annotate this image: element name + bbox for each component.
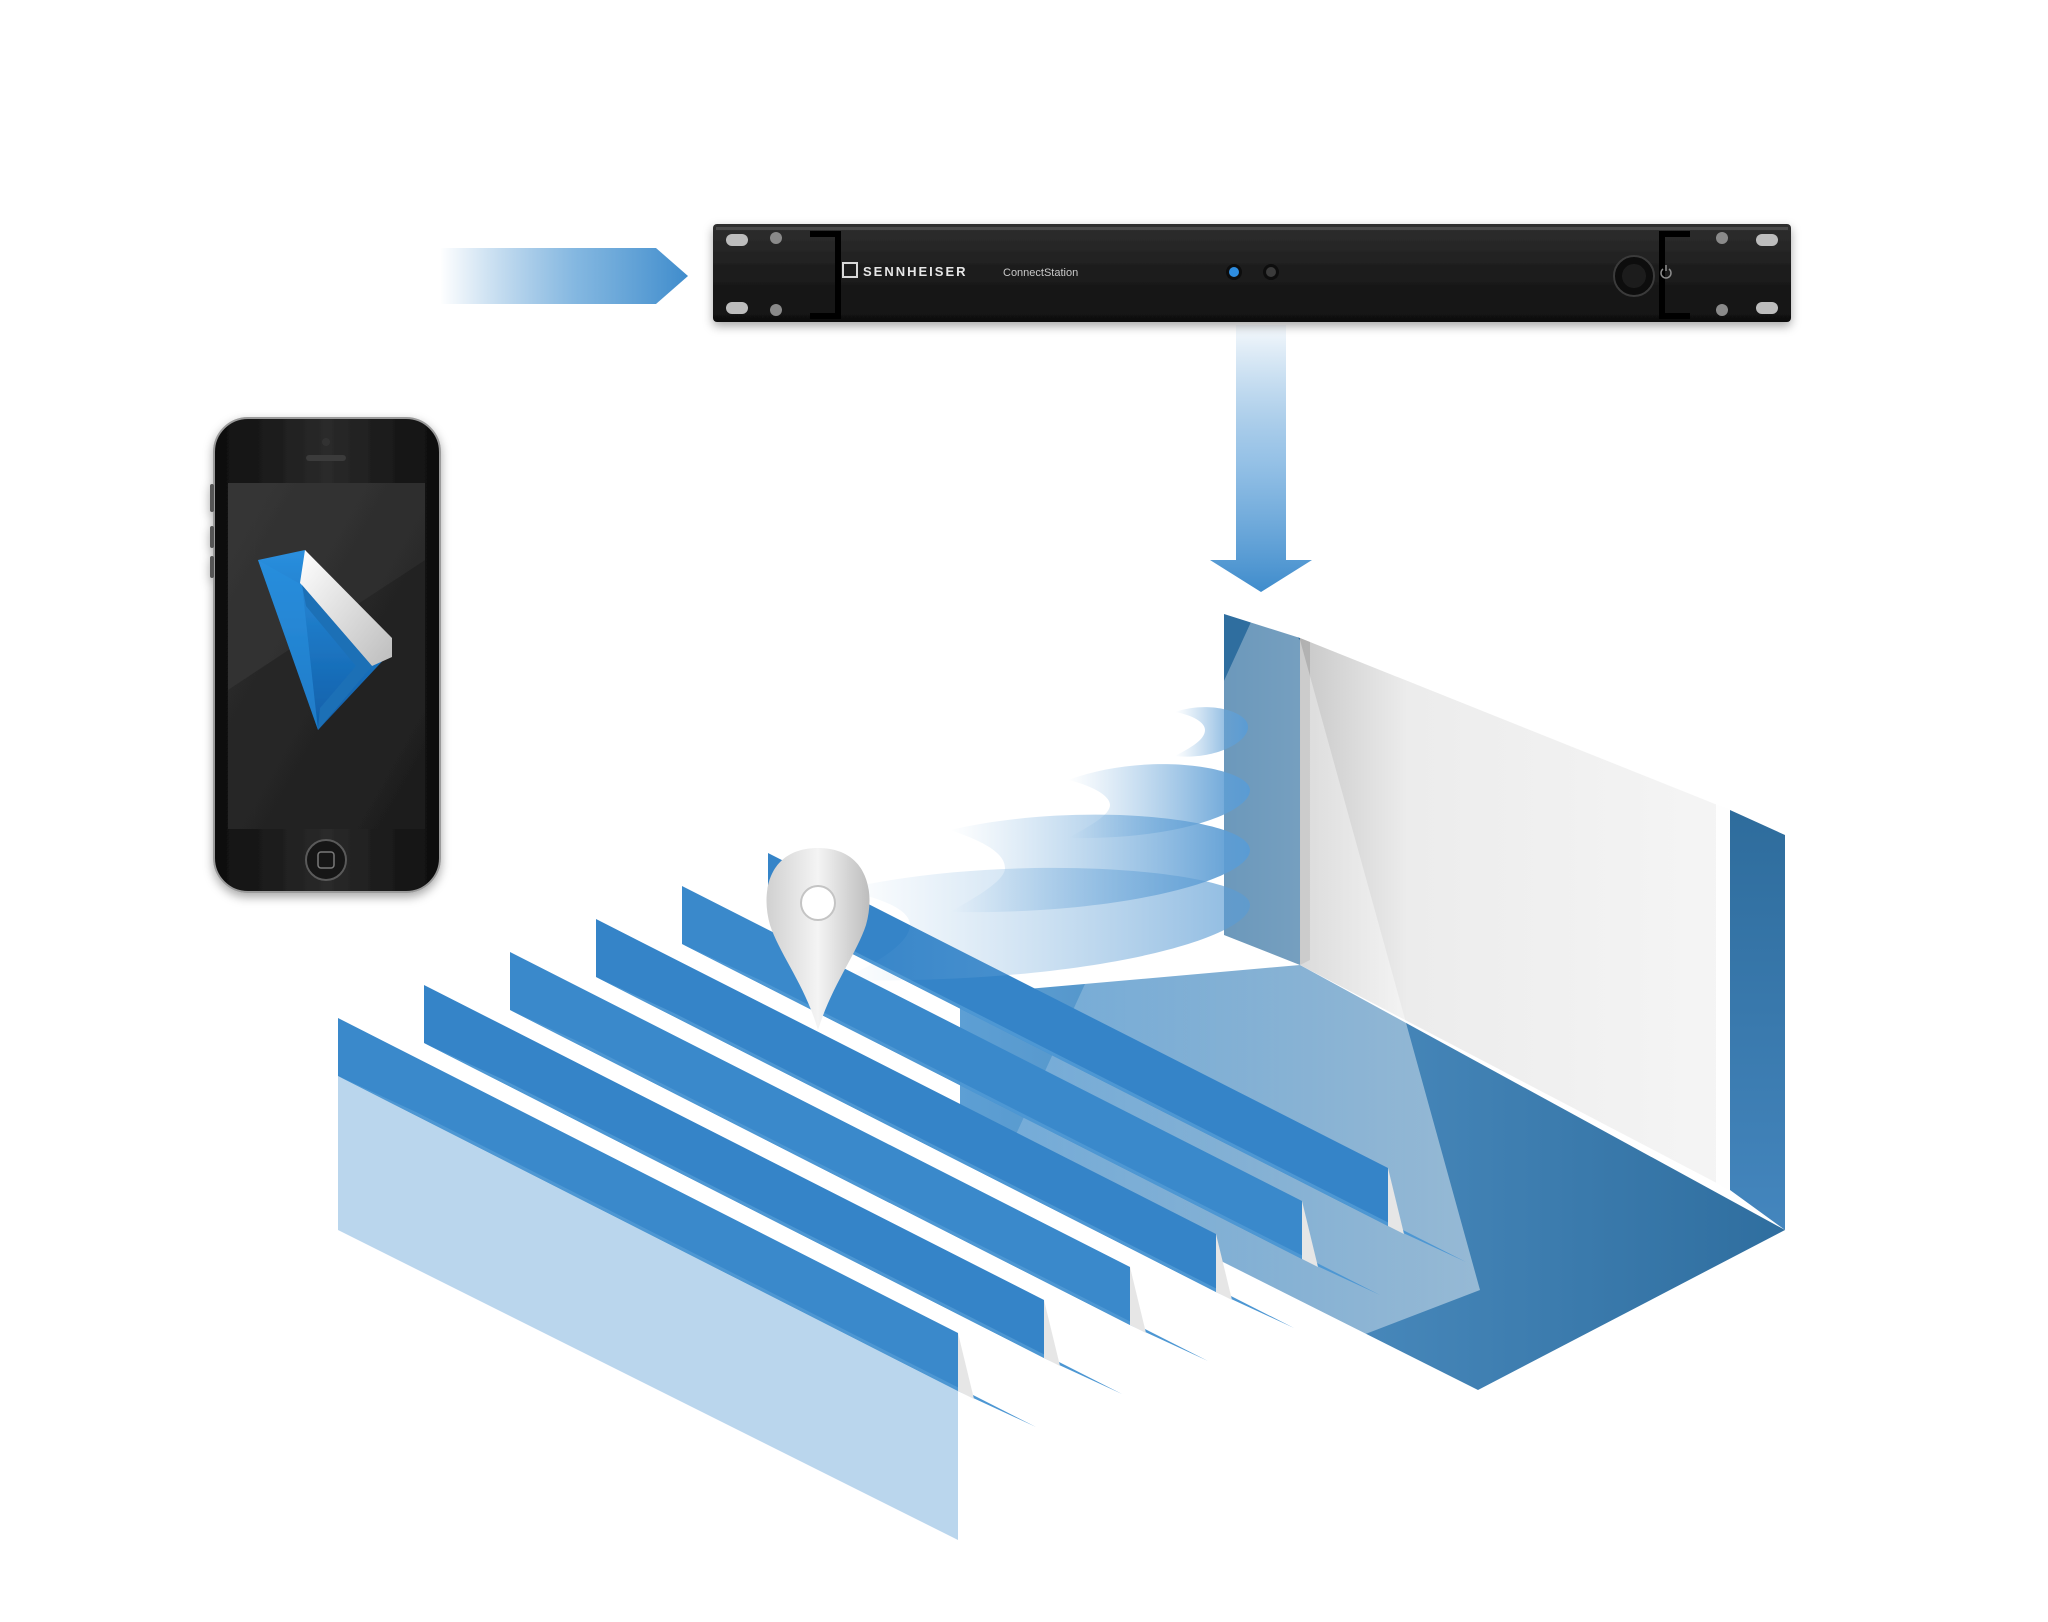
seating-row-tread	[510, 1010, 1208, 1361]
app-logo	[258, 550, 392, 730]
seating-row-riser	[596, 919, 1216, 1292]
seating-row-tread	[682, 944, 1380, 1295]
seating-base	[338, 1076, 958, 1540]
seating-row-tread	[768, 911, 1466, 1262]
model-label: ConnectStation	[1003, 267, 1078, 279]
seating-row-riser	[510, 952, 1130, 1325]
seating-row-edge	[1302, 1201, 1318, 1267]
seating-row-edge	[1216, 1234, 1232, 1300]
seating-row-edge	[958, 1333, 974, 1399]
seating-row-tread	[596, 977, 1294, 1328]
input-arrow	[440, 248, 688, 304]
seating-row-tread	[338, 1076, 1036, 1427]
seating-rows	[338, 853, 1466, 1540]
seating-row-tread	[424, 1043, 1122, 1394]
room-right-wall	[1730, 810, 1785, 1230]
output-arrow	[1210, 325, 1312, 592]
phone-speaker	[306, 455, 346, 461]
sennheiser-logo-mark	[842, 262, 858, 278]
connect-station-device: SENNHEISER ConnectStation	[713, 224, 1791, 322]
wifi-wave-icon	[840, 707, 1250, 981]
seating-row-riser	[338, 1018, 958, 1391]
smartphone	[210, 417, 441, 893]
power-icon	[1660, 265, 1672, 279]
seating-row-edge	[1130, 1267, 1146, 1333]
room-back-wall	[1300, 638, 1730, 1190]
location-pin-icon	[766, 848, 870, 1030]
phone-home-button[interactable]	[305, 839, 347, 881]
brand-label: SENNHEISER	[863, 264, 968, 279]
seating-row-edge	[1388, 1168, 1404, 1234]
seating-row-edge	[1044, 1300, 1060, 1366]
seating-row-riser	[424, 985, 1044, 1358]
